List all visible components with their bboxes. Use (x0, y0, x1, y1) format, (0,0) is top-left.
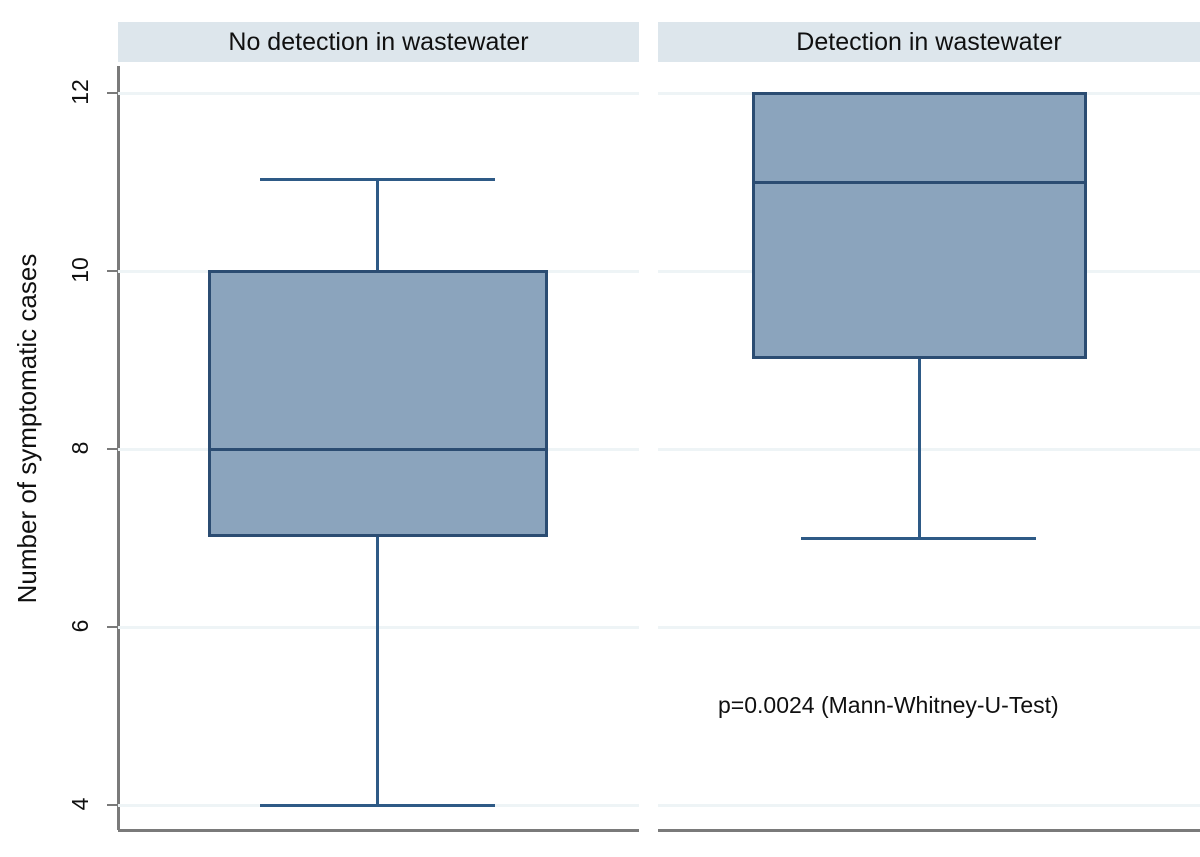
y-tick-mark-12 (107, 92, 119, 94)
box-no-detection (208, 270, 548, 537)
gridline-4 (658, 804, 1200, 807)
y-tick-label-8: 8 (67, 441, 93, 455)
y-tick-label-12: 12 (67, 79, 93, 105)
gridline-12 (118, 92, 639, 95)
pvalue-annotation: p=0.0024 (Mann-Whitney-U-Test) (718, 692, 1059, 718)
y-tick-mark-8 (107, 448, 119, 450)
y-tick-mark-4 (107, 804, 119, 806)
whisker-line-lower (376, 537, 379, 804)
median-line-detection (752, 181, 1087, 184)
panel-detection: Detection in wastewater p=0.0024 (Mann-W… (658, 0, 1200, 857)
y-tick-label-6: 6 (67, 619, 93, 633)
gridline-6 (658, 626, 1200, 629)
whisker-cap-lower (801, 537, 1036, 540)
y-tick-mark-6 (107, 626, 119, 628)
box-detection (752, 92, 1087, 359)
panel-header-detection: Detection in wastewater (658, 22, 1200, 62)
x-axis-spine-right (658, 829, 1200, 832)
whisker-line-upper (376, 178, 379, 270)
y-tick-label-4: 4 (67, 797, 93, 811)
x-axis-spine-left (118, 829, 639, 832)
plot-area-detection: p=0.0024 (Mann-Whitney-U-Test) (658, 66, 1200, 830)
whisker-line-lower (918, 359, 921, 538)
whisker-cap-lower (260, 804, 495, 807)
plot-area-no-detection (118, 66, 639, 830)
y-tick-mark-10 (107, 270, 119, 272)
panel-no-detection: No detection in wastewater (118, 0, 639, 857)
median-line-no-detection (208, 448, 548, 451)
panel-header-no-detection: No detection in wastewater (118, 22, 639, 62)
y-axis-title: Number of symptomatic cases (11, 253, 42, 604)
y-tick-label-10: 10 (67, 257, 93, 283)
gridline-8 (658, 448, 1200, 451)
